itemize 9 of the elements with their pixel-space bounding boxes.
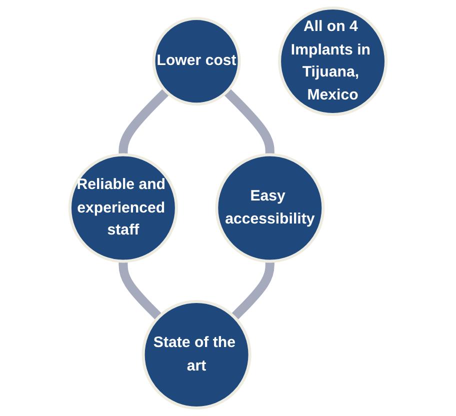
- node-circle: Lower cost: [152, 16, 241, 106]
- node-circle: State of the art: [142, 300, 252, 410]
- connector: [118, 88, 170, 156]
- connector: [224, 88, 274, 156]
- connector: [231, 260, 274, 320]
- node-circle: Easy accessibility: [215, 153, 325, 263]
- node-circle: Reliable and experienced staff: [68, 153, 178, 263]
- connector: [118, 260, 162, 320]
- node-circle: All on 4 Implants in Tijuana, Mexico: [278, 6, 388, 116]
